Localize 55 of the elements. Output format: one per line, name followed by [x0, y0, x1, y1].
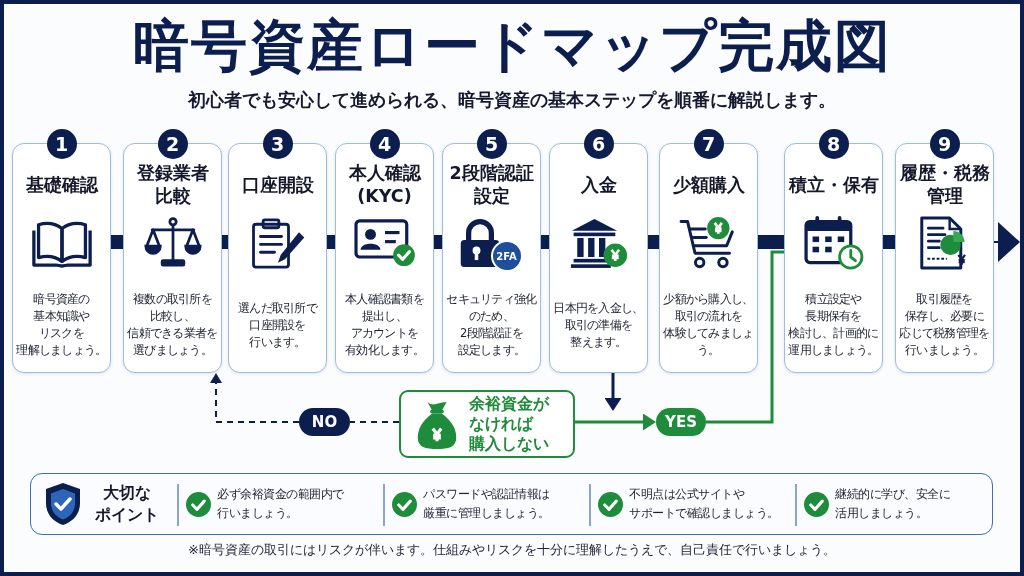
connector-bar — [648, 235, 659, 249]
step-number: 3 — [262, 129, 293, 159]
step-title: 基礎確認 — [25, 173, 98, 197]
step-title: 少額購入 — [672, 173, 745, 197]
arrow — [604, 373, 622, 411]
tip-text: 必ず余裕資金の範囲内で行いましょう。 — [217, 486, 345, 522]
step-number: 2 — [157, 129, 188, 159]
subtitle: 初心者でも安心して進められる、暗号資産の基本ステップを順番に解説します。 — [188, 88, 836, 112]
connector-bar — [758, 235, 784, 249]
step-title: 積立・保有 — [788, 173, 879, 197]
step-description: 少額から購入し、取引の流れを体験してみましょう。 — [662, 291, 755, 359]
tips-heading: 大切なポイント — [94, 482, 160, 526]
tips-panel — [30, 473, 993, 535]
tip-text: 継続的に学び、安全に活用しましょう。 — [835, 486, 951, 522]
tip-text: パスワードや認証情報は厳重に管理しましょう。 — [423, 486, 551, 522]
connector-bar — [222, 235, 228, 249]
decision-text: 余裕資金がなければ購入しない — [469, 394, 551, 454]
step-description: 暗号資産の基本知識やリスクを理解しましょう。 — [15, 291, 108, 359]
tip-text: 不明点は公式サイトやサポートで確認しましょう。 — [629, 486, 780, 522]
branch-label: YES — [656, 408, 706, 436]
step-number: 6 — [583, 129, 614, 159]
dashed-arrow — [210, 373, 300, 423]
connector-line — [706, 250, 784, 424]
branch-label: NO — [299, 408, 350, 436]
decision-box — [399, 390, 575, 458]
step-number: 9 — [929, 129, 960, 159]
step-number: 4 — [369, 129, 400, 159]
connector-bar — [111, 235, 123, 249]
footnote: ※暗号資産の取引にはリスクが伴います。仕組みやリスクを十分に理解したうえで、自己責任で行いましょう。 — [188, 541, 836, 559]
step-description: セキュリティ強化のため、2段階認証を設定します。 — [445, 291, 538, 359]
arrow — [993, 222, 1020, 262]
dashed-line — [349, 421, 400, 423]
step-title: 履歴・税務管理 — [899, 162, 990, 208]
step-title: 本人確認(KYC) — [347, 162, 423, 208]
step-number: 5 — [476, 129, 507, 159]
step-title: 2段階認証設定 — [448, 162, 535, 208]
page-title: 暗号資産ロードマップ完成図 — [132, 12, 892, 80]
step-description: 選んだ取引所で口座開設を行います。 — [236, 299, 319, 351]
security-tag: 2FA — [490, 240, 523, 272]
step-description: 取引履歴を保存し、必要に応じて税務管理を行いましょう。 — [898, 291, 991, 359]
connector-bar — [541, 235, 549, 249]
step-title: 口座開設 — [241, 173, 314, 197]
step-title: 入金 — [580, 173, 617, 197]
step-number: 8 — [818, 129, 849, 159]
step-number: 1 — [46, 129, 77, 159]
step-description: 積立設定や長期保有を検討し、計画的に運用しましょう。 — [787, 291, 880, 359]
step-description: 本人確認書類を提出し、アカウントを有効化します。 — [343, 291, 426, 359]
connector-bar — [883, 235, 895, 249]
step-description: 複数の取引所を比較し、信頼できる業者を選びましょう。 — [126, 291, 219, 359]
step-number: 7 — [693, 129, 724, 159]
connector-bar — [434, 235, 442, 249]
arrow — [575, 413, 656, 431]
step-title: 登録業者比較 — [135, 162, 210, 208]
connector-bar — [327, 235, 335, 249]
step-description: 日本円を入金し、取引の準備を整えます。 — [552, 299, 645, 351]
